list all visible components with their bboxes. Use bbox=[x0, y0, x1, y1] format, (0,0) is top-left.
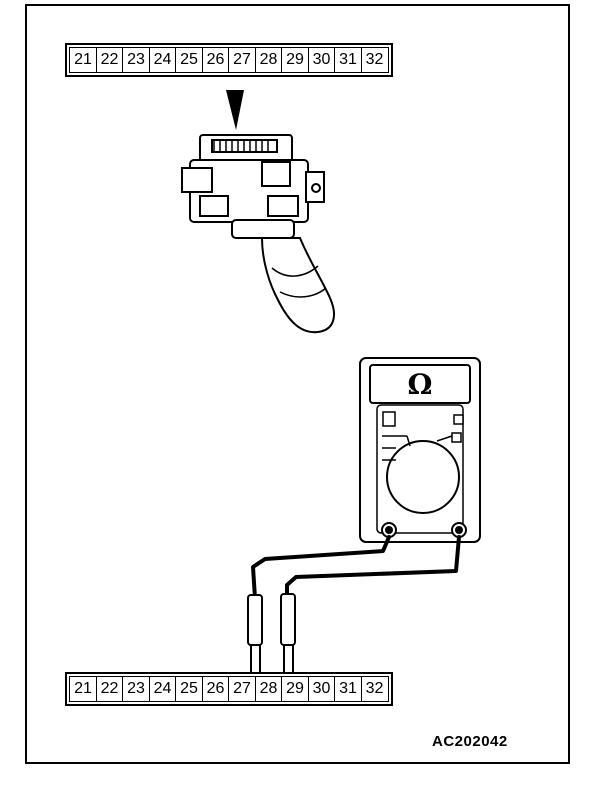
test-leads bbox=[251, 535, 461, 600]
connector-bottom-pin: 22 bbox=[95, 676, 124, 702]
multimeter bbox=[359, 357, 481, 543]
connector-top-pin: 28 bbox=[254, 47, 283, 73]
connector-bottom-pin: 32 bbox=[360, 676, 389, 702]
test-probe-right bbox=[280, 593, 296, 674]
connector-bottom-pin: 24 bbox=[148, 676, 177, 702]
connector-bottom-pin: 23 bbox=[122, 676, 150, 702]
connector-top-pin: 30 bbox=[307, 47, 336, 73]
switch-lever bbox=[260, 237, 335, 334]
connector-bottom-pin: 30 bbox=[307, 676, 336, 702]
connector-top-pin: 26 bbox=[201, 47, 230, 73]
meter-display-symbol: Ω bbox=[407, 367, 433, 401]
connector-top-pin: 27 bbox=[228, 47, 256, 73]
connector-bottom-pin: 25 bbox=[175, 676, 203, 702]
connector-top-pin: 29 bbox=[281, 47, 309, 73]
connector-top-pin: 24 bbox=[148, 47, 177, 73]
connector-bottom-pin: 27 bbox=[228, 676, 256, 702]
connector-bottom-pin: 29 bbox=[281, 676, 309, 702]
connector-top-pin: 23 bbox=[122, 47, 150, 73]
connector-top-pin: 31 bbox=[334, 47, 362, 73]
connector-bottom-pin: 31 bbox=[334, 676, 362, 702]
connector-bottom-pin: 21 bbox=[69, 676, 97, 702]
connector-top: 21 22 23 24 25 26 27 28 29 30 31 32 bbox=[65, 43, 393, 77]
connector-bottom-pin: 28 bbox=[254, 676, 283, 702]
combination-switch bbox=[181, 134, 325, 239]
connector-bottom-pin: 26 bbox=[201, 676, 230, 702]
connector-top-pin: 22 bbox=[95, 47, 124, 73]
pointer-arrow bbox=[226, 90, 244, 130]
figure-code: AC202042 bbox=[432, 733, 508, 750]
connector-bottom: 21 22 23 24 25 26 27 28 29 30 31 32 bbox=[65, 672, 393, 706]
connector-top-pin: 21 bbox=[69, 47, 97, 73]
test-probe-left bbox=[247, 594, 263, 674]
connector-top-pin: 32 bbox=[360, 47, 389, 73]
connector-top-pin: 25 bbox=[175, 47, 203, 73]
